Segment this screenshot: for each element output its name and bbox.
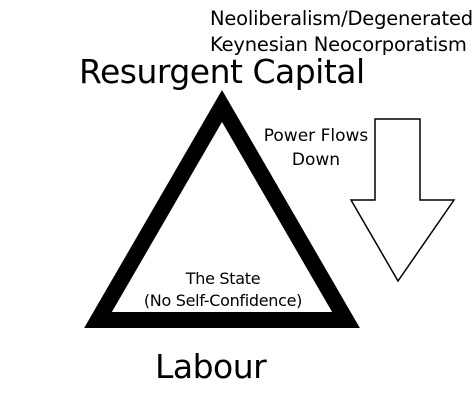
power-flow-line1: Power Flows — [263, 126, 369, 146]
state-triangle — [84, 90, 360, 328]
state-label-line2: (No Self-Confidence) — [143, 291, 303, 310]
regime-label: Neoliberalism/Degenerated Keynesian Neoc… — [210, 6, 473, 58]
state-label: The State (No Self-Confidence) — [117, 268, 329, 312]
power-flow-line2: Down — [291, 150, 341, 170]
power-flow-label: Power Flows Down — [254, 124, 378, 172]
resurgent-capital-label: Resurgent Capital — [79, 52, 365, 91]
state-label-line1: The State — [185, 269, 261, 288]
down-arrow-icon — [349, 118, 456, 283]
labour-label: Labour — [155, 347, 267, 386]
regime-label-line1: Neoliberalism/Degenerated — [210, 7, 473, 30]
regime-label-line2: Keynesian Neocorporatism — [210, 33, 467, 56]
